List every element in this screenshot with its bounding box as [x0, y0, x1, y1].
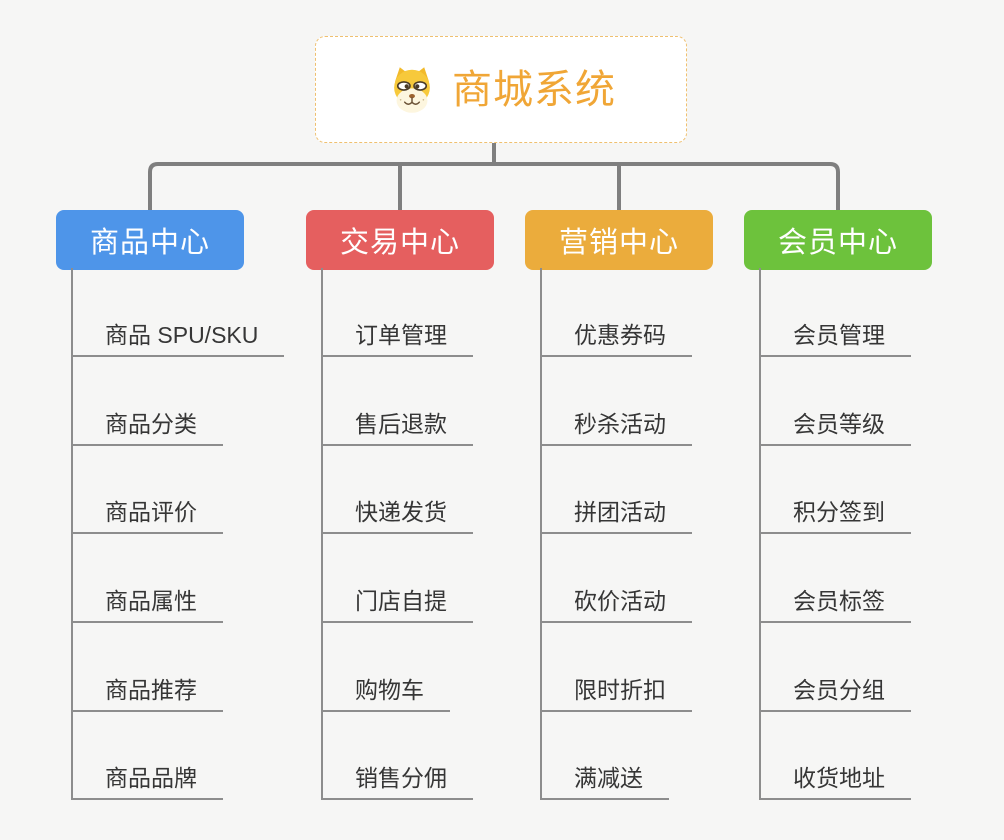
- branch-node-member[interactable]: 会员中心: [744, 210, 932, 270]
- leaf-node[interactable]: 会员标签: [759, 585, 911, 623]
- branch-node-product[interactable]: 商品中心: [56, 210, 244, 270]
- root-title: 商城系统: [452, 67, 616, 112]
- branch-column-marketing: 营销中心 优惠券码 秒杀活动 拼团活动 砍价活动 限时折扣 满减送: [525, 210, 785, 820]
- branch-node-marketing[interactable]: 营销中心: [525, 210, 713, 270]
- leaf-node[interactable]: 商品 SPU/SKU: [71, 319, 285, 357]
- dog-face-icon: [394, 66, 430, 113]
- leaf-node[interactable]: 商品品牌: [71, 762, 223, 800]
- leaf-node[interactable]: 商品分类: [71, 408, 223, 446]
- branch-column-product: 商品中心 商品 SPU/SKU 商品分类 商品评价 商品属性 商品推荐 商品品牌: [56, 210, 316, 820]
- leaf-node[interactable]: 优惠券码: [540, 319, 692, 357]
- leaf-node[interactable]: 限时折扣: [540, 674, 692, 712]
- leaf-node[interactable]: 拼团活动: [540, 496, 692, 534]
- leaf-node[interactable]: 商品属性: [71, 585, 223, 623]
- leaf-node[interactable]: 满减送: [540, 762, 669, 800]
- leaf-node[interactable]: 砍价活动: [540, 585, 692, 623]
- branch-column-trade: 交易中心 订单管理 售后退款 快递发货 门店自提 购物车 销售分佣: [306, 210, 566, 820]
- leaf-node[interactable]: 售后退款: [321, 408, 473, 446]
- leaf-node[interactable]: 商品推荐: [71, 674, 223, 712]
- leaf-node[interactable]: 订单管理: [321, 319, 473, 357]
- root-node[interactable]: 商城系统: [315, 36, 687, 143]
- branch-column-member: 会员中心 会员管理 会员等级 积分签到 会员标签 会员分组 收货地址: [744, 210, 1004, 820]
- leaf-node[interactable]: 积分签到: [759, 496, 911, 534]
- leaf-node[interactable]: 商品评价: [71, 496, 223, 534]
- branch-bus-line: [148, 162, 840, 212]
- leaf-node[interactable]: 购物车: [321, 674, 450, 712]
- leaf-node[interactable]: 门店自提: [321, 585, 473, 623]
- leaf-node[interactable]: 收货地址: [759, 762, 911, 800]
- leaf-node[interactable]: 会员分组: [759, 674, 911, 712]
- leaf-node[interactable]: 秒杀活动: [540, 408, 692, 446]
- branch-node-trade[interactable]: 交易中心: [306, 210, 494, 270]
- leaf-node[interactable]: 会员等级: [759, 408, 911, 446]
- leaf-node[interactable]: 销售分佣: [321, 762, 473, 800]
- leaf-node[interactable]: 会员管理: [759, 319, 911, 357]
- leaf-node[interactable]: 快递发货: [321, 496, 473, 534]
